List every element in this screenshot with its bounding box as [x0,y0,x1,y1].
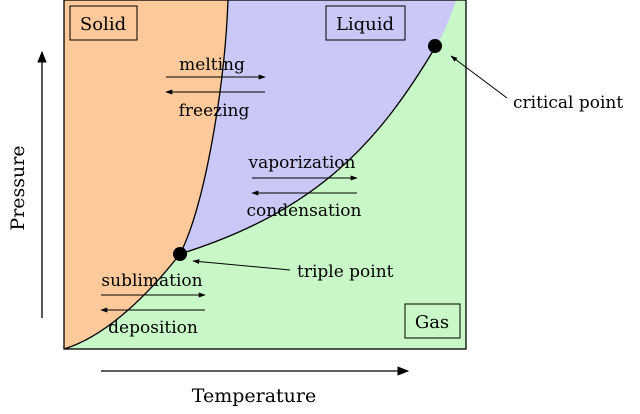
critical-point-marker [428,39,442,53]
gas-label-box [404,303,461,339]
solid-label: Solid [80,14,126,35]
liquid-region [180,0,456,254]
deposition-label: deposition [108,318,198,338]
solid-gas-boundary [63,253,181,350]
triple-point-label: triple point [297,262,394,282]
solid-liquid-boundary [179,0,229,255]
freezing-label: freezing [179,101,250,121]
solid-region [64,0,228,349]
vaporization-label: vaporization [248,153,356,173]
pressure-axis-label: Pressure [7,145,29,230]
condensation-label: condensation [247,201,362,221]
melting-label: melting [179,55,245,75]
temperature-axis-label: Temperature [192,385,316,407]
regions [64,0,466,349]
liquid-gas-boundary [179,45,437,255]
triple-point-pointer [192,259,291,271]
critical-point-label: critical point [513,93,623,113]
gas-label: Gas [415,312,449,333]
triple-point-marker [173,247,187,261]
plot-frame [63,0,467,350]
liquid-label-box [325,5,406,41]
liquid-label: Liquid [336,14,394,35]
sublimation-label: sublimation [101,271,202,291]
solid-label-box [69,5,138,41]
critical-point-pointer [450,55,508,99]
